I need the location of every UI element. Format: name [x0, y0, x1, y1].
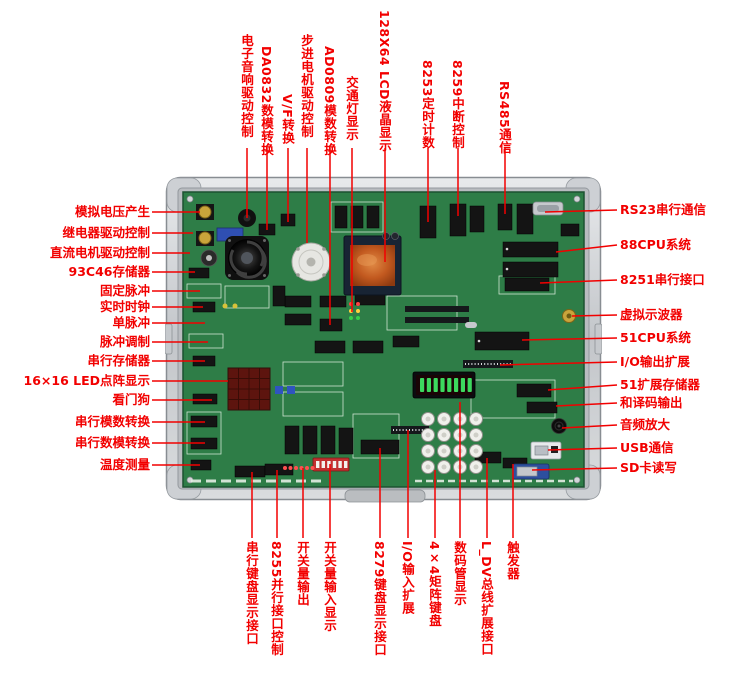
callout-audio-driver-control: 电子音响驱动控制 [239, 34, 254, 138]
db9-connector [532, 201, 564, 216]
callout-analog-voltage: 模拟电压产生 [74, 204, 150, 219]
callout-8251-serial: 8251串行接口 [620, 272, 705, 287]
callout-8253-timer: 8253定时计数 [420, 60, 435, 149]
callout-vf-converter: V/F转换 [280, 94, 295, 145]
seven-segment-display [412, 371, 476, 399]
callout-virtual-oscilloscope: 虚拟示波器 [620, 307, 683, 322]
board-photo [165, 176, 602, 503]
callout-pulse-modulation: 脉冲调制 [99, 334, 150, 349]
dc-motor [200, 249, 218, 267]
callout-rtc: 实时时钟 [99, 299, 150, 314]
callout-usb: USB通信 [620, 440, 674, 455]
callout-8259-interrupt: 8259中断控制 [450, 60, 465, 149]
callout-ldv-bus-expansion: L_DV总线扩展接口 [479, 541, 494, 656]
callout-sd-card: SD卡读写 [620, 460, 677, 475]
callout-8279-keyboard-display: 8279键盘显示接口 [372, 541, 387, 656]
callout-stepper-driver: 步进电机驱动控制 [299, 34, 314, 138]
callout-watchdog: 看门狗 [112, 392, 150, 407]
speaker [238, 209, 256, 227]
callout-audio-amplifier: 音频放大 [620, 417, 671, 432]
callout-single-pulse: 单脉冲 [112, 315, 150, 330]
callout-serial-keyboard-display: 串行键盘显示接口 [244, 541, 259, 645]
sd-card-module [512, 463, 550, 480]
case-latch-left [165, 323, 173, 355]
callout-serial-adc: 串行模数转换 [74, 414, 150, 429]
callout-serial-dac: 串行数模转换 [74, 435, 150, 450]
callout-rs232-serial: RS23串行通信 [620, 202, 707, 217]
audio-speaker [551, 418, 567, 434]
callout-serial-memory: 串行存储器 [87, 353, 150, 368]
callout-io-output-expansion: I/O输出扩展 [620, 354, 690, 369]
callout-88cpu-system: 88CPU系统 [620, 237, 691, 252]
callout-rs485: RS485通信 [497, 81, 512, 155]
cooling-fan [225, 236, 269, 280]
callout-lcd-display: 128X64 LCD液晶显示 [377, 10, 392, 152]
callout-decoder-output: 和译码输出 [620, 395, 683, 410]
callout-8255-parallel: 8255并行接口控制 [269, 541, 284, 656]
callout-fixed-pulse: 固定脉冲 [99, 283, 150, 298]
callout-dc-motor-driver: 直流电机驱动控制 [49, 245, 150, 260]
led-dot-matrix [227, 367, 271, 411]
lcd-display [343, 235, 402, 296]
callout-51-ext-memory: 51扩展存储器 [620, 377, 700, 392]
output-led-row [283, 466, 315, 470]
case-handle [344, 489, 426, 503]
gold-connectors [196, 204, 214, 246]
pin-headers [391, 306, 513, 434]
callout-switch-input-display: 开关量输入显示 [322, 541, 337, 632]
oscilloscope-connector [562, 309, 576, 323]
callout-seven-segment: 数码管显示 [452, 541, 467, 606]
callout-io-input-expansion: I/O输入扩展 [400, 541, 415, 615]
callout-relay-driver: 继电器驱动控制 [62, 225, 150, 240]
callout-93c46-memory: 93C46存储器 [68, 264, 150, 279]
callout-51cpu-system: 51CPU系统 [620, 330, 691, 345]
callout-da0832-dac: DA0832数模转换 [259, 46, 274, 156]
stepper-motor [291, 242, 331, 282]
misc-components [222, 232, 477, 394]
dip-switch [312, 457, 350, 472]
callout-led-matrix: 16×16 LED点阵显示 [23, 373, 151, 388]
case-latch-right [594, 323, 602, 355]
callout-trigger: 触发器 [505, 541, 520, 580]
ic-chips [188, 203, 580, 478]
callout-ad0809-adc: AD0809模数转换 [322, 46, 337, 156]
callout-matrix-keypad: 4×4矩阵键盘 [427, 541, 442, 627]
callout-temperature: 温度测量 [99, 457, 150, 472]
usb-module [530, 441, 562, 460]
callout-traffic-light: 交通灯显示 [344, 76, 359, 141]
callout-switch-output: 开关量输出 [295, 541, 310, 606]
